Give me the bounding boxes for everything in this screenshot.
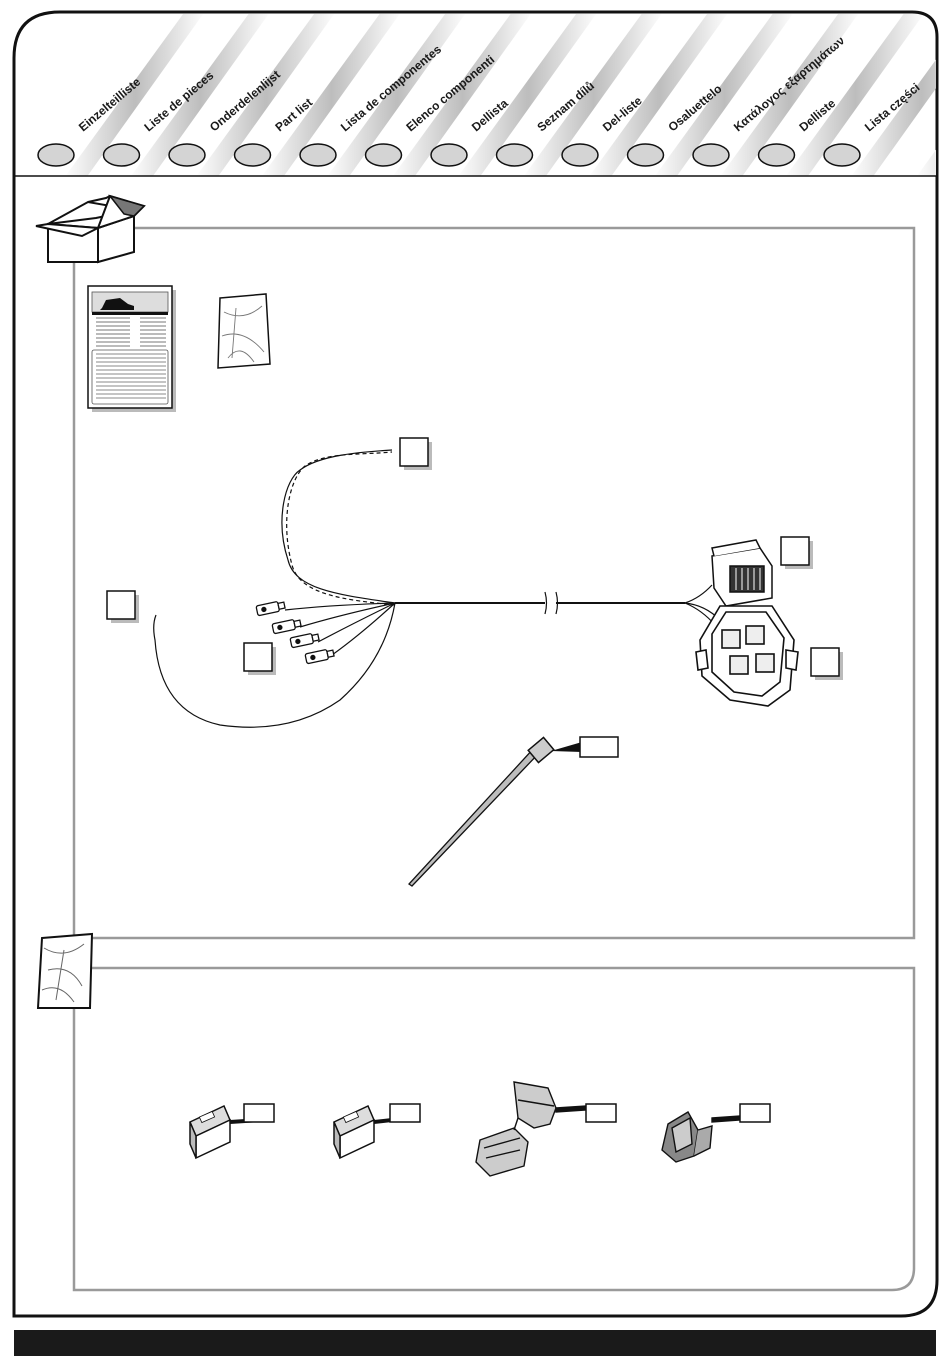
part-number-box	[586, 1104, 616, 1122]
language-checkbox[interactable]	[824, 144, 860, 166]
instruction-manual-icon	[88, 286, 176, 412]
part-number-box	[244, 1104, 274, 1122]
bag-icon	[38, 934, 92, 1008]
box-contents-panel	[74, 228, 914, 938]
part-number-box	[740, 1104, 770, 1122]
plastic-bag-icon	[218, 294, 270, 368]
language-checkbox[interactable]	[300, 144, 336, 166]
footer-bar	[14, 1330, 936, 1356]
part-number-box	[580, 737, 618, 757]
part-number-box	[781, 537, 809, 565]
language-checkbox[interactable]	[431, 144, 467, 166]
language-checkbox[interactable]	[562, 144, 598, 166]
language-checkbox[interactable]	[169, 144, 205, 166]
language-checkbox[interactable]	[235, 144, 271, 166]
language-checkbox[interactable]	[693, 144, 729, 166]
part-number-box	[390, 1104, 420, 1122]
part-number-box	[107, 591, 135, 619]
language-checkbox[interactable]	[104, 144, 140, 166]
part-number-box	[400, 438, 428, 466]
language-checkbox[interactable]	[628, 144, 664, 166]
part-number-box	[811, 648, 839, 676]
language-checkbox[interactable]	[759, 144, 795, 166]
language-checkbox[interactable]	[38, 144, 74, 166]
language-checkbox[interactable]	[366, 144, 402, 166]
part-number-box	[244, 643, 272, 671]
language-checkbox[interactable]	[497, 144, 533, 166]
